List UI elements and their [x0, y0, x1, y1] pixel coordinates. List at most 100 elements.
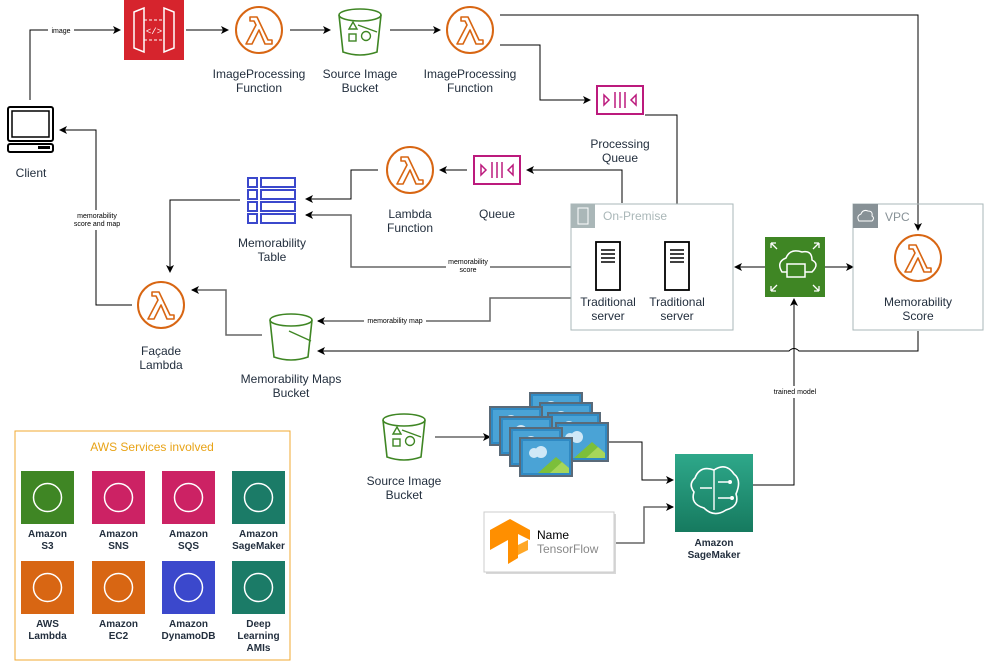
traditional-server-2[interactable]: Traditional server: [649, 241, 705, 323]
label: Memorability: [238, 236, 306, 250]
vpc-label: VPC: [885, 210, 910, 224]
ec2-chip-icon: [92, 561, 145, 614]
legend-item-label: AMIs: [247, 643, 271, 654]
tensorflow-logo-icon: [490, 519, 530, 564]
dynamodb-table-icon: [247, 177, 296, 224]
lambda-icon: [235, 6, 283, 54]
legend-item-label: Amazon: [28, 529, 67, 540]
edge-onprem-to-table: [305, 211, 571, 268]
processing-queue-node[interactable]: Processing Queue: [590, 85, 650, 165]
on-premise-group[interactable]: On-Premise Traditional server Traditiona…: [570, 203, 734, 331]
label: Memorability Maps: [241, 372, 342, 386]
label: Lambda: [139, 358, 183, 372]
lambda-icon: [21, 561, 74, 614]
sqs-queue-icon: [473, 155, 521, 185]
server-icon: [595, 241, 621, 291]
sns-icon: [92, 471, 145, 524]
edge-lambda-to-processing-queue: [500, 44, 591, 104]
edges: image memorability score memorability ma…: [29, 14, 922, 544]
lambda-icon: [446, 6, 494, 54]
api-gateway-node[interactable]: </>: [124, 0, 184, 60]
source-image-bucket-top[interactable]: Source Image Bucket: [323, 8, 398, 95]
deep-learning-ami-icon: [232, 561, 285, 614]
legend-item-label: Amazon: [99, 619, 138, 630]
memorability-table-node[interactable]: Memorability Table: [238, 177, 306, 264]
s3-bucket-icon: [382, 413, 426, 461]
label: Source Image: [323, 67, 398, 81]
laptop-icon: [7, 106, 54, 153]
label: Bucket: [273, 386, 310, 400]
lambda-icon: [386, 146, 434, 194]
sagemaker-brain-icon: [232, 471, 285, 524]
label: Function: [447, 81, 493, 95]
label: Memorability: [884, 295, 952, 309]
queue-node[interactable]: Queue: [473, 155, 521, 221]
legend-item-label: Amazon: [239, 529, 278, 540]
label: ImageProcessing: [424, 67, 517, 81]
label: server: [660, 309, 693, 323]
edge-client-to-api: [29, 26, 121, 100]
edge-label-image: image: [51, 28, 70, 35]
legend-item-label: DynamoDB: [162, 631, 216, 642]
image-icon: [519, 437, 573, 477]
label: Bucket: [342, 81, 379, 95]
traditional-server-1[interactable]: Traditional server: [580, 241, 636, 323]
legend-item-label: Lambda: [28, 631, 67, 642]
label: Source Image: [367, 474, 442, 488]
edge-onprem-to-queue: [526, 166, 623, 203]
legend-item-label: Deep: [246, 619, 270, 630]
edge-maps-bucket-to-facade: [191, 286, 262, 336]
facade-lambda-node[interactable]: Façade Lambda: [137, 281, 185, 372]
legend-item-label: SNS: [108, 541, 129, 552]
image-processing-function-2[interactable]: ImageProcessing Function: [424, 6, 517, 95]
edge-lambda-to-vpc: [500, 14, 922, 231]
tensorflow-sub: TensorFlow: [537, 542, 599, 556]
tensorflow-card[interactable]: Name TensorFlow: [483, 511, 616, 574]
label: Processing: [590, 137, 649, 151]
image-processing-function-1[interactable]: ImageProcessing Function: [213, 6, 306, 95]
edge-onprem-to-maps-bucket: [317, 297, 571, 325]
datasync-node[interactable]: [765, 237, 825, 297]
s3-bucket-icon: [21, 471, 74, 524]
on-premise-label: On-Premise: [603, 209, 667, 223]
legend-item-label: SQS: [178, 541, 199, 552]
sagemaker-node[interactable]: Amazon SageMaker: [675, 454, 753, 561]
memorability-score-node[interactable]: Memorability Score: [884, 234, 952, 323]
server-icon: [664, 241, 690, 291]
label: SageMaker: [688, 550, 741, 561]
legend-item-label: Amazon: [99, 529, 138, 540]
aws-services-legend: AWS Services involved AmazonS3AmazonSNSA…: [14, 430, 291, 661]
legend-item-label: EC2: [109, 631, 129, 642]
sqs-icon: [162, 471, 215, 524]
label: Traditional: [580, 295, 636, 309]
label: Façade: [141, 344, 181, 358]
legend-item-label: S3: [41, 541, 54, 552]
source-image-bucket-bottom[interactable]: Source Image Bucket: [367, 413, 442, 502]
lambda-function-node[interactable]: Lambda Function: [386, 146, 434, 235]
legend-item-label: Amazon: [169, 619, 208, 630]
lambda-icon: [137, 281, 185, 329]
label: Lambda: [388, 207, 432, 221]
vpc-group[interactable]: VPC Memorability Score: [852, 203, 984, 331]
legend-item-label: Amazon: [169, 529, 208, 540]
label: Traditional: [649, 295, 705, 309]
label: Score: [902, 309, 934, 323]
edge-label-score-map-l2: score and map: [74, 221, 120, 228]
vpc-cloud-icon: [853, 204, 878, 228]
client-node[interactable]: Client: [7, 106, 54, 180]
edge-label-score-map-l1: memorability: [77, 213, 117, 220]
memorability-maps-bucket-node[interactable]: Memorability Maps Bucket: [241, 313, 342, 400]
svg-text:</>: </>: [146, 27, 162, 37]
s3-bucket-icon: [269, 313, 313, 361]
client-label: Client: [16, 166, 47, 180]
label: Function: [387, 221, 433, 235]
edge-label-map: memorability map: [367, 318, 422, 325]
label: Function: [236, 81, 282, 95]
